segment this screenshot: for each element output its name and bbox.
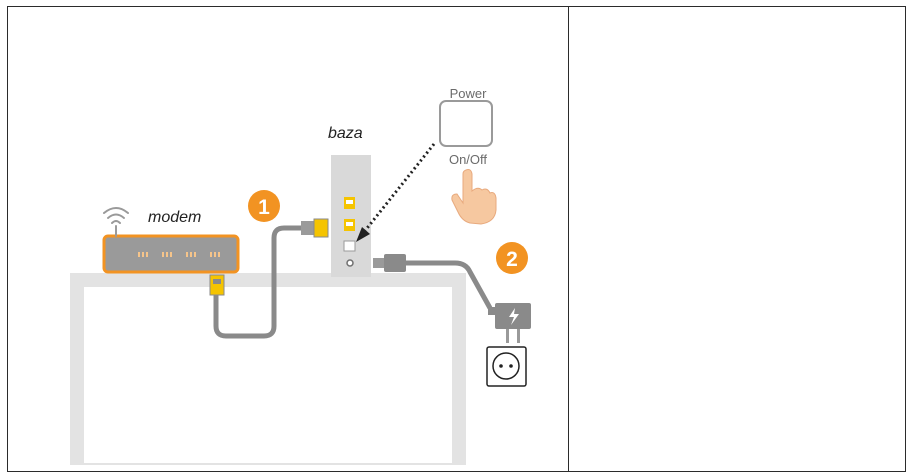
table (70, 273, 466, 465)
wifi-icon (103, 207, 129, 237)
diagram-panel (7, 6, 569, 472)
ethernet-plug-icon (209, 274, 225, 296)
modem (102, 234, 240, 274)
ethernet-port-1 (344, 197, 355, 209)
ethernet-port-2 (344, 219, 355, 231)
base-label: baza (328, 125, 363, 142)
base-station (331, 155, 371, 277)
ethernet-cable-1 (213, 225, 303, 339)
power-adapter-icon (488, 303, 531, 343)
step-1-number: 1 (258, 196, 270, 219)
power-cable (373, 254, 493, 310)
step-1-badge: 1 (248, 190, 280, 222)
step-2-number: 2 (506, 248, 518, 271)
power-button-icon (439, 100, 493, 147)
modem-label: modem (148, 209, 201, 226)
hand-pointer-icon (451, 169, 497, 225)
power-button (343, 240, 356, 252)
power-jack (346, 259, 354, 267)
step-2-badge: 2 (496, 242, 528, 274)
on-off-label: On/Off (449, 152, 487, 167)
power-label: Power (450, 86, 488, 101)
wall-socket-icon (486, 346, 527, 387)
empty-panel (568, 6, 906, 472)
ethernet-plug-icon (301, 218, 329, 238)
dotted-arrow (356, 143, 436, 242)
